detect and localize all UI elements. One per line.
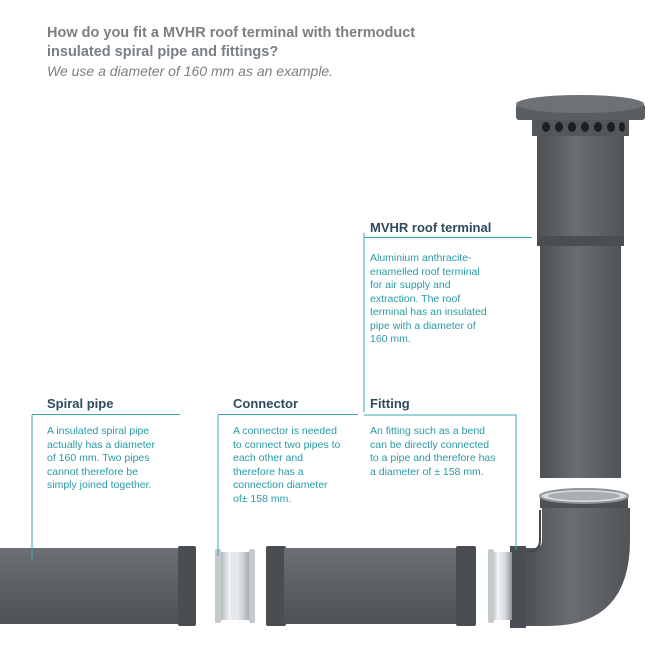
roof-terminal-title: MVHR roof terminal — [370, 220, 492, 235]
roof-terminal-vent-holes — [542, 122, 625, 132]
roof-terminal — [516, 95, 645, 478]
page-title-line-1: How do you fit a MVHR roof terminal with… — [47, 25, 416, 41]
bend-fitting — [510, 488, 630, 628]
leader-lines — [31, 233, 517, 560]
connector-description: A connector is needed to connect two pip… — [233, 425, 341, 505]
roof-terminal-upper-pipe — [537, 126, 624, 236]
spiral-pipe-middle — [266, 546, 476, 626]
roof-terminal-ring — [537, 234, 624, 246]
connector-part — [215, 549, 255, 623]
roof-terminal-underline — [364, 237, 532, 238]
spiral-pipe-description: A insulated spiral pipe actually has a d… — [47, 425, 155, 491]
roof-terminal-description: Aluminium anthracite- enamelled roof ter… — [370, 252, 487, 345]
spiral-pipe-underline — [32, 414, 180, 415]
bend-body — [524, 508, 630, 626]
spiral-pipe-left — [0, 546, 196, 626]
fitting-male-end — [488, 549, 512, 623]
roof-terminal-cap-top — [516, 95, 644, 113]
roof-terminal-vent-band — [532, 118, 629, 136]
connector-title: Connector — [233, 396, 298, 411]
roof-terminal-lower-pipe — [540, 242, 621, 478]
page-title-line-2: insulated spiral pipe and fittings? — [47, 44, 279, 60]
connector-underline — [218, 414, 358, 415]
header: How do you fit a MVHR roof terminal with… — [47, 24, 467, 81]
spiral-pipe-title: Spiral pipe — [47, 396, 114, 411]
fitting-title: Fitting — [370, 396, 410, 411]
page-subtitle: We use a diameter of 160 mm as an exampl… — [47, 63, 334, 79]
bend-side-collar — [510, 546, 526, 628]
bend-inner-curve — [525, 510, 541, 553]
spiral-pipe-left-end-ring — [178, 546, 196, 626]
fitting-description: An fitting such as a bend can be directl… — [370, 425, 496, 478]
